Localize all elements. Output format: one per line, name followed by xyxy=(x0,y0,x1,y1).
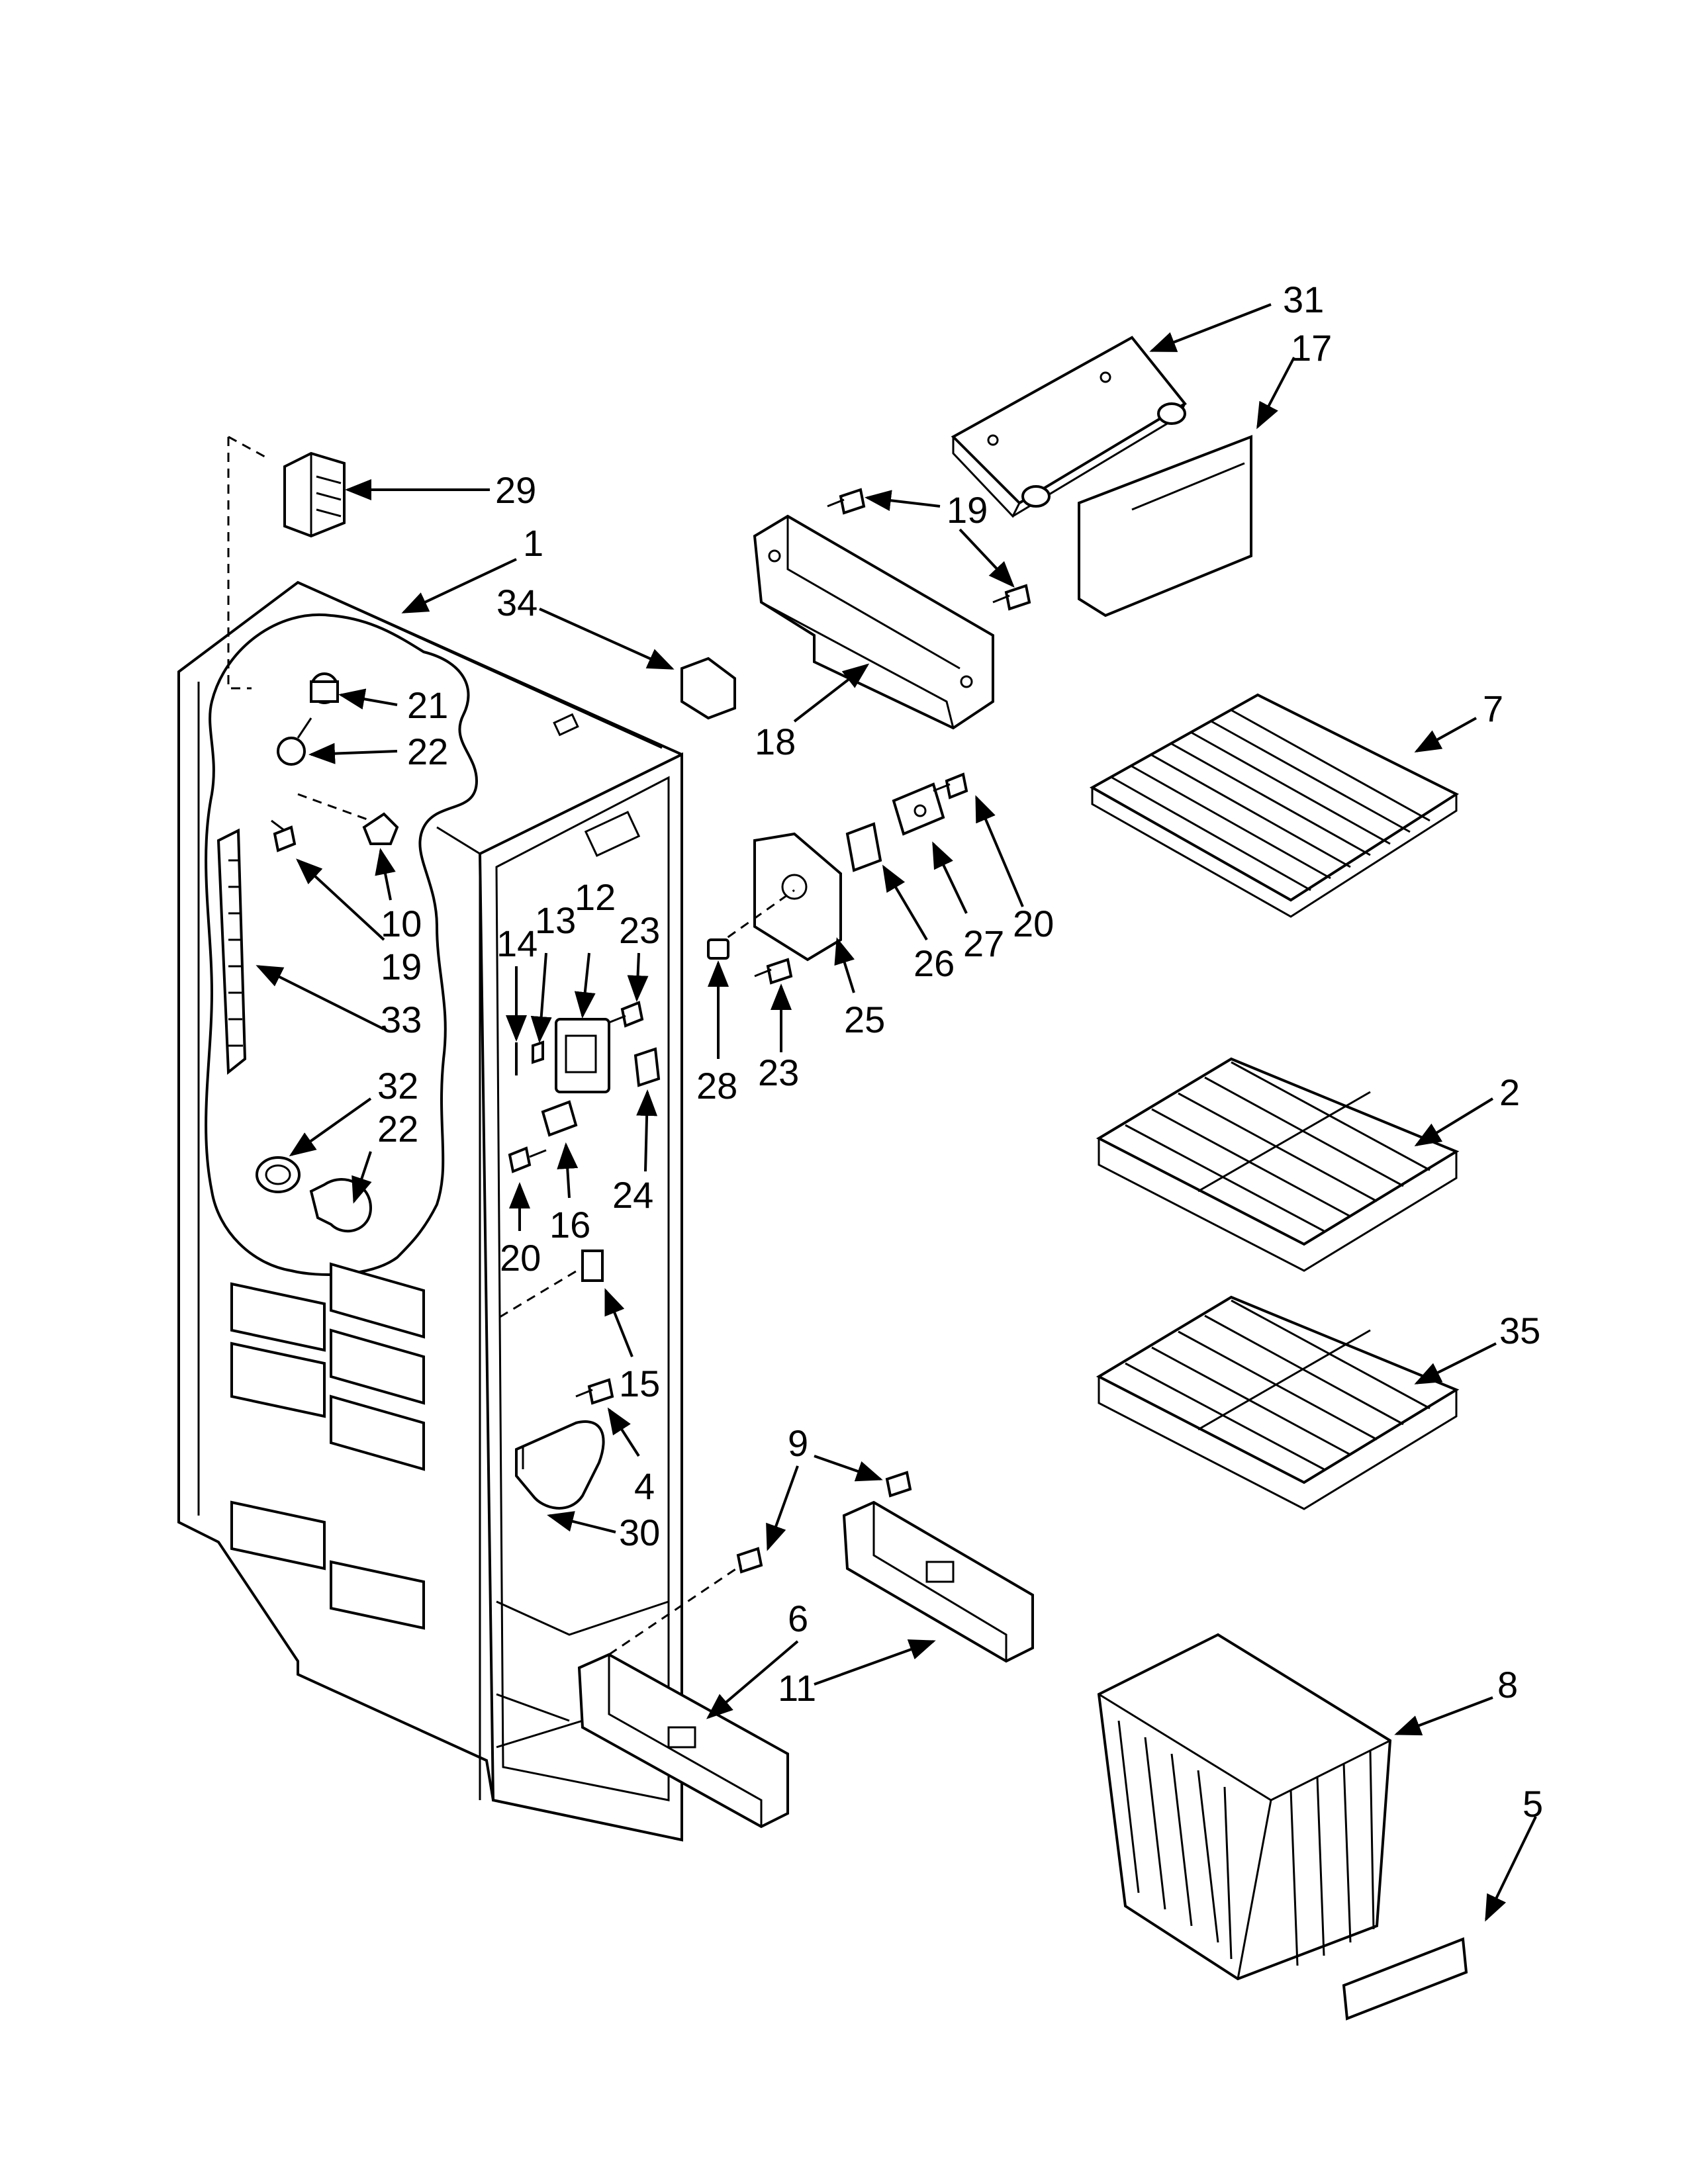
rail-11 xyxy=(842,1500,1034,1663)
liner-vents xyxy=(230,1262,425,1630)
callout-20: 20 xyxy=(500,1237,541,1279)
screw-19-left xyxy=(271,819,297,852)
callout-26: 26 xyxy=(914,942,955,984)
board-16 xyxy=(541,1100,578,1137)
light-bulb-22-top xyxy=(277,717,312,766)
screw-20-upper xyxy=(933,772,968,799)
bracket-34 xyxy=(680,657,736,720)
callout-10: 10 xyxy=(381,903,422,944)
board-27 xyxy=(892,782,945,836)
callout-27: 27 xyxy=(963,923,1004,964)
callout-33: 33 xyxy=(381,999,422,1040)
callout-14: 14 xyxy=(496,923,538,964)
callout-16: 16 xyxy=(549,1204,590,1246)
knob-28 xyxy=(707,938,729,960)
screw-20-cabinet xyxy=(508,1146,547,1173)
light-strip-33 xyxy=(216,828,247,1075)
callout-18: 18 xyxy=(755,721,796,762)
shelf-35 xyxy=(1096,1295,1460,1510)
callout-17: 17 xyxy=(1291,327,1332,369)
panel-17 xyxy=(1078,435,1252,617)
callout-1: 1 xyxy=(523,522,543,564)
bracket-26 xyxy=(845,822,882,872)
bracket-24 xyxy=(633,1047,661,1087)
callout-30: 30 xyxy=(619,1512,660,1553)
callout-32: 32 xyxy=(377,1065,418,1107)
cover-31 xyxy=(951,336,1187,518)
callout-11: 11 xyxy=(778,1667,816,1709)
callout-labels: 31 17 29 19 1 34 21 22 18 7 10 19 33 20 … xyxy=(377,279,1543,1825)
callout-4: 4 xyxy=(634,1465,655,1507)
callout-28: 28 xyxy=(696,1065,737,1107)
basket-8 xyxy=(1097,1633,1392,1981)
callout-19: 19 xyxy=(947,489,988,531)
callout-35: 35 xyxy=(1499,1310,1540,1351)
screw-9-a xyxy=(885,1471,912,1498)
screw-19-upper-b xyxy=(992,584,1031,611)
callout-31: 31 xyxy=(1283,279,1324,320)
callout-22: 22 xyxy=(377,1108,418,1150)
callout-34: 34 xyxy=(496,582,538,623)
leader-lines xyxy=(256,303,1537,1922)
light-socket-32 xyxy=(256,1156,301,1193)
housing-18 xyxy=(753,514,994,730)
callout-13: 13 xyxy=(535,899,576,941)
clip-block-29 xyxy=(283,451,346,538)
callout-15: 15 xyxy=(619,1363,660,1404)
callout-29: 29 xyxy=(495,469,536,511)
clip-13 xyxy=(532,1040,544,1064)
switch-15 xyxy=(581,1250,604,1282)
screw-19-upper-a xyxy=(827,488,866,515)
screw-23-cabinet xyxy=(608,1001,644,1028)
callout-24: 24 xyxy=(612,1174,653,1216)
callout-20: 20 xyxy=(1013,903,1054,944)
callout-23: 23 xyxy=(619,909,660,951)
callout-21: 21 xyxy=(407,684,448,726)
callout-25: 25 xyxy=(844,999,885,1040)
callout-2: 2 xyxy=(1499,1071,1520,1113)
callout-12: 12 xyxy=(575,876,616,918)
shelf-7 xyxy=(1089,693,1460,918)
screw-9-b xyxy=(736,1547,763,1574)
control-housing-12 xyxy=(555,1018,610,1093)
light-socket-21 xyxy=(310,672,339,704)
housing-25 xyxy=(753,832,842,962)
callout-7: 7 xyxy=(1483,688,1503,729)
clip-10 xyxy=(362,812,399,845)
callout-9: 9 xyxy=(788,1422,808,1464)
callout-19: 19 xyxy=(381,946,422,987)
callout-8: 8 xyxy=(1497,1664,1518,1706)
callout-23: 23 xyxy=(758,1052,799,1093)
shelf-2 xyxy=(1096,1057,1460,1272)
cover-30 xyxy=(515,1420,605,1510)
callout-5: 5 xyxy=(1523,1783,1543,1825)
liner-cutaway xyxy=(205,613,479,1276)
callout-22: 22 xyxy=(407,731,448,772)
callout-6: 6 xyxy=(788,1598,808,1639)
screw-23-upper xyxy=(754,958,793,985)
trim-5 xyxy=(1342,1937,1468,2021)
screw-4 xyxy=(575,1378,614,1405)
